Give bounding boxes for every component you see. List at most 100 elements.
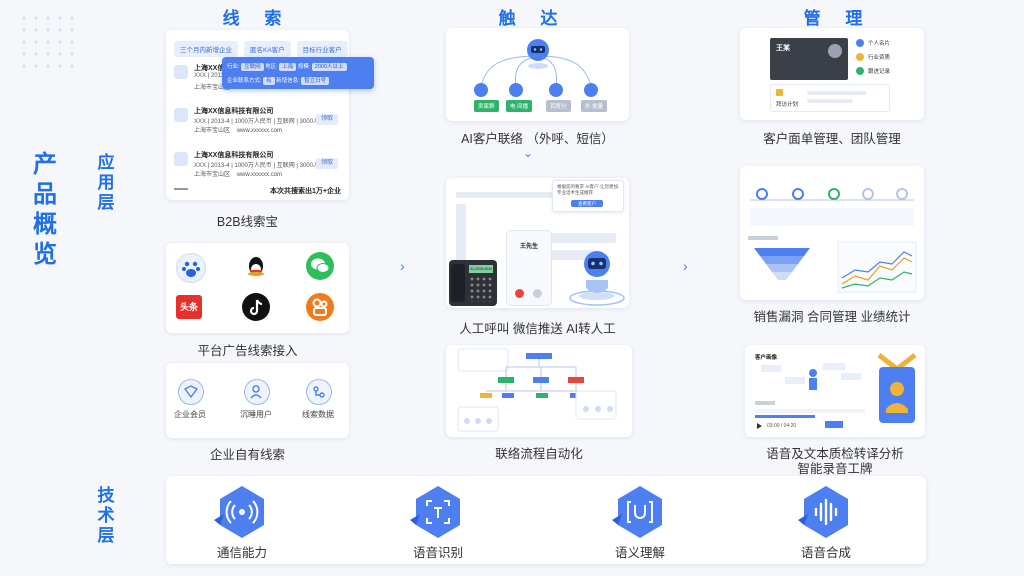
ads-platform-card[interactable]: 头条 (166, 243, 349, 333)
b2b-caption: B2B线索宝 (216, 215, 279, 229)
avatar (828, 44, 842, 58)
contact-name: 王某 (776, 45, 790, 52)
tech-layer-panel: 通信能力 语音识别 语义理解 语音合成 (166, 476, 926, 564)
company-info: XXX | 2013-4 | 1000万人民币 | 互联网 | 3000人 (194, 163, 319, 169)
view-customer-button[interactable]: 查看客户 (571, 200, 603, 207)
id-card-icon (856, 39, 864, 47)
chat-popup[interactable]: 根据您的要求 AI客户·让您更加专业话术生成推荐 查看客户 (552, 180, 624, 212)
certificate-icon (856, 53, 864, 61)
content-line (526, 250, 596, 260)
qc-caption-1: 语音及文本质检转译分析 (766, 447, 904, 461)
sales-dashboard-card[interactable] (740, 166, 924, 300)
company-website: www.xxxxxx.com (236, 172, 283, 178)
hangup-button[interactable] (515, 289, 524, 298)
tech-label: 语音合成 (800, 546, 851, 560)
filter-chips: 三个月内新增企业匿名KA客户目标行业客户 (174, 39, 354, 57)
column-head-reach: 触 达 (498, 9, 568, 28)
handset (451, 264, 465, 302)
claim-button[interactable]: 领取 (316, 114, 338, 125)
overview-title: 产品概览 (33, 151, 57, 268)
filter-chip[interactable]: 三个月内新增企业 (174, 41, 238, 57)
channel-tag: 卖家群 (474, 100, 499, 112)
company-info: XXX | 2013-4 | 1000万人民币 | 互联网 | 3000人 (194, 119, 319, 125)
call-panel-card[interactable]: 根据您的要求 AI客户·让您更加专业话术生成推荐 查看客户 01-2018-40… (446, 178, 629, 308)
ai-contact-card[interactable]: 卖家群 电 间播 百度分 外 批量 (446, 28, 629, 121)
toutiao-icon[interactable]: 头条 (176, 295, 202, 319)
ai-network-diagram (480, 39, 592, 87)
app-layer-label: 应用层 (97, 153, 115, 212)
tech-label: 通信能力 (216, 546, 267, 560)
content-line (807, 91, 867, 95)
claim-button[interactable]: 领取 (316, 158, 338, 169)
tech-layer-label: 技术层 (97, 486, 115, 545)
crm-card[interactable]: 王某 个人名片 行业资质 跟进记录 拜访计划 (740, 28, 924, 120)
crm-link[interactable]: 个人名片 (868, 41, 891, 47)
wireless-icon (214, 486, 264, 538)
desk-phone: 01-2018-4040 (449, 260, 497, 306)
data-icon[interactable] (306, 379, 332, 405)
kuaishou-icon[interactable] (306, 293, 334, 321)
pagination-dots (174, 188, 188, 190)
visit-plan-panel[interactable]: 拜访计划 (770, 84, 890, 112)
channel-tag: 电 间播 (506, 100, 533, 112)
chevron-right-icon: › (400, 258, 405, 274)
ads-caption: 平台广告线索接入 (197, 344, 298, 358)
keypad (469, 276, 493, 302)
sidebar (456, 204, 466, 274)
content-line (807, 99, 853, 103)
portrait-title: 客户画像 (755, 355, 778, 361)
follow-up-icon (856, 67, 864, 75)
wechat-icon[interactable] (306, 252, 334, 280)
ai-robot-icon (569, 251, 625, 306)
calendar-icon (776, 89, 783, 96)
baidu-icon[interactable] (176, 253, 206, 283)
ai-contact-caption: AI客户联络 （外呼、短信） (461, 132, 614, 146)
member-icon[interactable] (178, 379, 204, 405)
building-icon (174, 65, 188, 79)
dormant-user-icon[interactable] (244, 379, 270, 405)
douyin-icon[interactable] (242, 293, 270, 321)
company-address: 上海市宝山区 (194, 85, 231, 91)
chevron-right-icon: › (683, 258, 688, 274)
qc-caption-2: 智能录音工牌 (797, 462, 873, 476)
filter-row: 行业: 互联网 地区: 上海 规模: 2000人以上 (227, 62, 347, 71)
playback-time: 03:00 / 04:20 (767, 423, 797, 429)
mute-button[interactable] (533, 289, 542, 298)
company-address: 上海市宝山区 www.xxxxxx.com (194, 128, 283, 134)
company-name: 上海XX信息科技有限公司 (194, 108, 274, 115)
crm-caption: 客户面单管理、团队管理 (763, 132, 901, 146)
filter-popup[interactable]: 行业: 互联网 地区: 上海 规模: 2000人以上 企业联系方式: 有 新增信… (222, 57, 374, 89)
phone-display: 01-2018-4040 (469, 265, 493, 273)
visit-plan-label: 拜访计划 (776, 102, 799, 108)
filter-chip[interactable]: 匿名KA客户 (244, 41, 291, 57)
column-head-leads: 线 索 (222, 9, 292, 28)
filter-chip[interactable]: 目标行业客户 (296, 41, 348, 57)
flow-diagram (457, 348, 617, 432)
robot-icon (549, 83, 563, 97)
soundwave-icon (798, 486, 848, 538)
sales-dashboard (748, 188, 917, 293)
semantic-icon (612, 486, 662, 538)
quality-inspection-card[interactable]: 客户画像 03:00 / 04:20 (745, 345, 925, 437)
chat-text: 根据您的要求 AI客户·让您更加专业话术生成推荐 (557, 184, 618, 195)
own-leads-card[interactable]: 企业会员 沉睡用户 线索数据 (166, 363, 349, 438)
decorative-dots (18, 12, 80, 74)
own-lead-label: 线索数据 (302, 410, 334, 419)
tech-label: 语音识别 (412, 546, 463, 560)
id-badge-icon (877, 353, 917, 423)
crm-link[interactable]: 行业资质 (868, 55, 891, 61)
filter-row: 企业联系方式: 有 新增信息: 暂立日号 (227, 76, 330, 85)
mobile-call-screen[interactable]: 王先生 (506, 230, 552, 306)
scan-text-icon (410, 486, 460, 538)
flow-automation-card[interactable] (446, 345, 632, 437)
crm-link[interactable]: 跟进记录 (868, 69, 891, 75)
robot-icon (509, 83, 523, 97)
own-leads-caption: 企业自有线索 (209, 448, 285, 462)
company-name: 上海XX信息科技有限公司 (194, 152, 274, 159)
channel-tag: 百度分 (546, 100, 571, 112)
qq-icon[interactable] (242, 253, 270, 281)
own-lead-label: 企业会员 (174, 410, 206, 419)
building-icon (174, 152, 188, 166)
company-info: XXX | 2013-4 | ... (194, 73, 240, 79)
